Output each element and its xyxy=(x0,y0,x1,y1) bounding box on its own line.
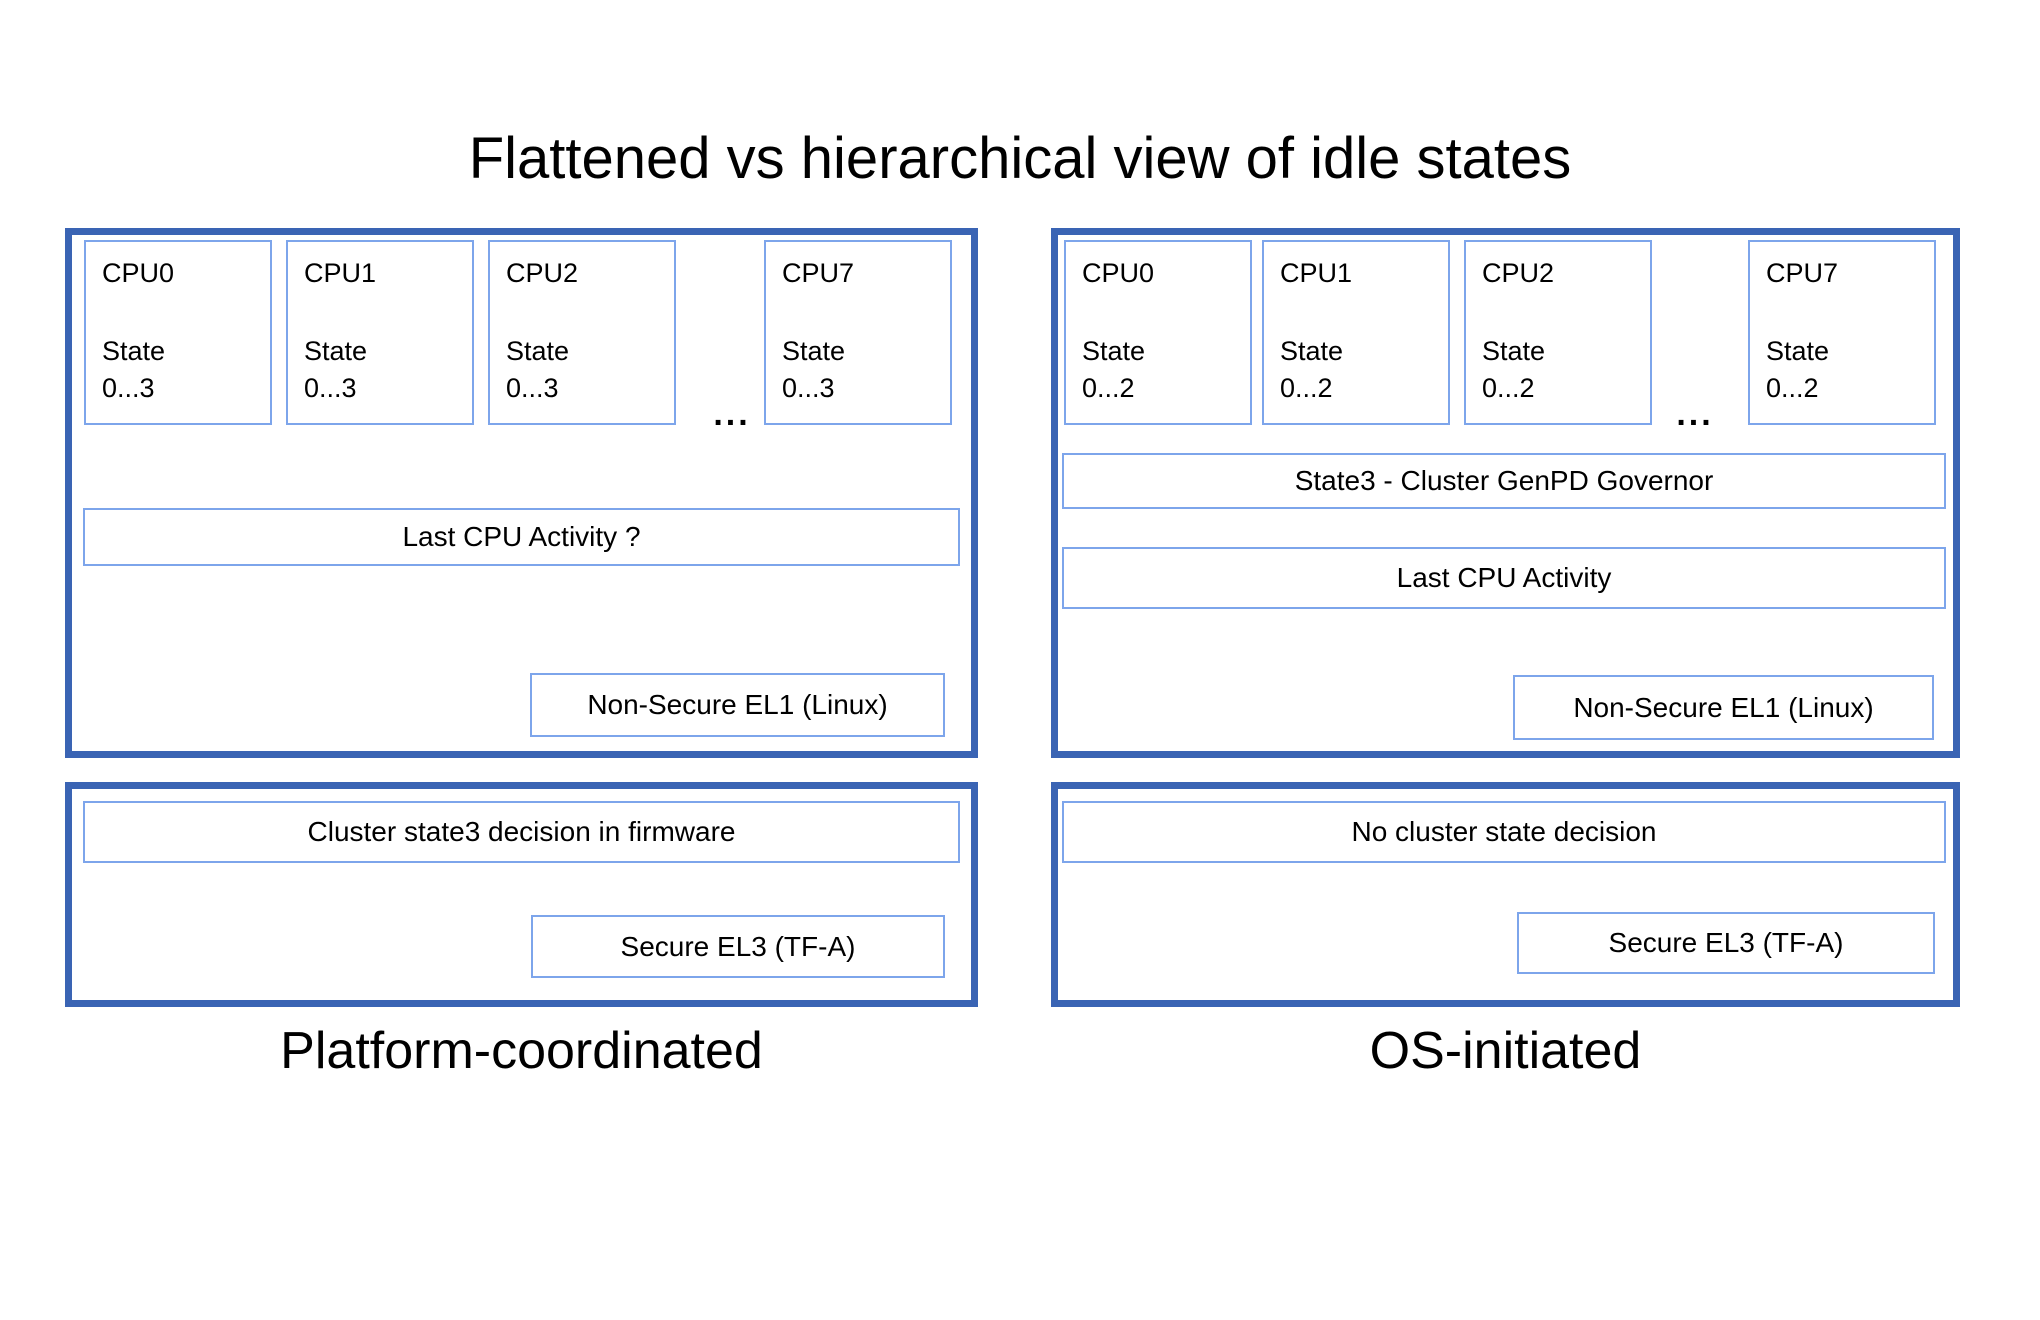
cpu-state: State 0...2 xyxy=(1082,333,1234,407)
cpu-state: State 0...3 xyxy=(506,333,658,407)
cpu-name: CPU0 xyxy=(102,258,175,288)
platform-coordinated-secure-box: Cluster state3 decision in firmware Secu… xyxy=(65,782,978,1007)
os-initiated-secure-box: No cluster state decision Secure EL3 (TF… xyxy=(1051,782,1960,1007)
cpu-name: CPU0 xyxy=(1082,258,1155,288)
cpu-name: CPU1 xyxy=(304,258,377,288)
cpu-card: CPU2 State 0...3 xyxy=(488,240,676,425)
cpu-card: CPU0 State 0...2 xyxy=(1064,240,1252,425)
cpu-name: CPU1 xyxy=(1280,258,1353,288)
cpu-state-label: State xyxy=(782,336,846,366)
cpu-state-range: 0...2 xyxy=(1280,373,1333,403)
secure-el3-box: Secure EL3 (TF-A) xyxy=(1517,912,1935,974)
no-cluster-decision-box: No cluster state decision xyxy=(1062,801,1946,863)
cpu-card: CPU2 State 0...2 xyxy=(1464,240,1652,425)
ellipsis-text: ... xyxy=(713,395,751,433)
cpu-state-range: 0...3 xyxy=(506,373,559,403)
platform-coordinated-nonsecure-box: CPU0 State 0...3 CPU1 State 0...3 CPU2 S… xyxy=(65,228,978,758)
secure-el3-box: Secure EL3 (TF-A) xyxy=(531,915,945,978)
cluster-decision-box: Cluster state3 decision in firmware xyxy=(83,801,960,863)
cpu-state: State 0...2 xyxy=(1482,333,1634,407)
cpu-state-label: State xyxy=(1766,336,1830,366)
cpu-state-label: State xyxy=(304,336,368,366)
cpu-state-label: State xyxy=(506,336,570,366)
cpu-name: CPU7 xyxy=(782,258,855,288)
right-panel-caption: OS-initiated xyxy=(1369,1022,1642,1080)
cpu-state-label: State xyxy=(102,336,166,366)
cpu-state-label: State xyxy=(1280,336,1344,366)
cpu-card: CPU0 State 0...3 xyxy=(84,240,272,425)
cpu-state-range: 0...3 xyxy=(102,373,155,403)
os-initiated-nonsecure-box: CPU0 State 0...2 CPU1 State 0...2 CPU2 S… xyxy=(1051,228,1960,758)
cpu-state-range: 0...2 xyxy=(1482,373,1535,403)
cpu-name: CPU2 xyxy=(1482,258,1555,288)
cpu-name: CPU2 xyxy=(506,258,579,288)
cpu-state-label: State xyxy=(1482,336,1546,366)
cpu-state-range: 0...3 xyxy=(304,373,357,403)
ellipsis-text: ... xyxy=(1676,395,1714,433)
cpu-state: State 0...2 xyxy=(1766,333,1918,407)
last-cpu-activity-box: Last CPU Activity xyxy=(1062,547,1946,609)
cpu-state: State 0...3 xyxy=(782,333,934,407)
cpu-card: CPU7 State 0...3 xyxy=(764,240,952,425)
cpu-state: State 0...3 xyxy=(102,333,254,407)
cpu-state: State 0...3 xyxy=(304,333,456,407)
cpu-state-range: 0...2 xyxy=(1766,373,1819,403)
cpu-state-range: 0...3 xyxy=(782,373,835,403)
cpu-state-range: 0...2 xyxy=(1082,373,1135,403)
cpu-card: CPU1 State 0...3 xyxy=(286,240,474,425)
last-cpu-activity-box: Last CPU Activity ? xyxy=(83,508,960,566)
slide-title: Flattened vs hierarchical view of idle s… xyxy=(468,126,1572,191)
cpu-name: CPU7 xyxy=(1766,258,1839,288)
non-secure-el1-box: Non-Secure EL1 (Linux) xyxy=(1513,675,1934,740)
cpu-state: State 0...2 xyxy=(1280,333,1432,407)
left-panel-caption: Platform-coordinated xyxy=(280,1022,763,1080)
cpu-state-label: State xyxy=(1082,336,1146,366)
cpu-card: CPU1 State 0...2 xyxy=(1262,240,1450,425)
non-secure-el1-box: Non-Secure EL1 (Linux) xyxy=(530,673,945,737)
cpu-card: CPU7 State 0...2 xyxy=(1748,240,1936,425)
cluster-genpd-governor-box: State3 - Cluster GenPD Governor xyxy=(1062,453,1946,509)
